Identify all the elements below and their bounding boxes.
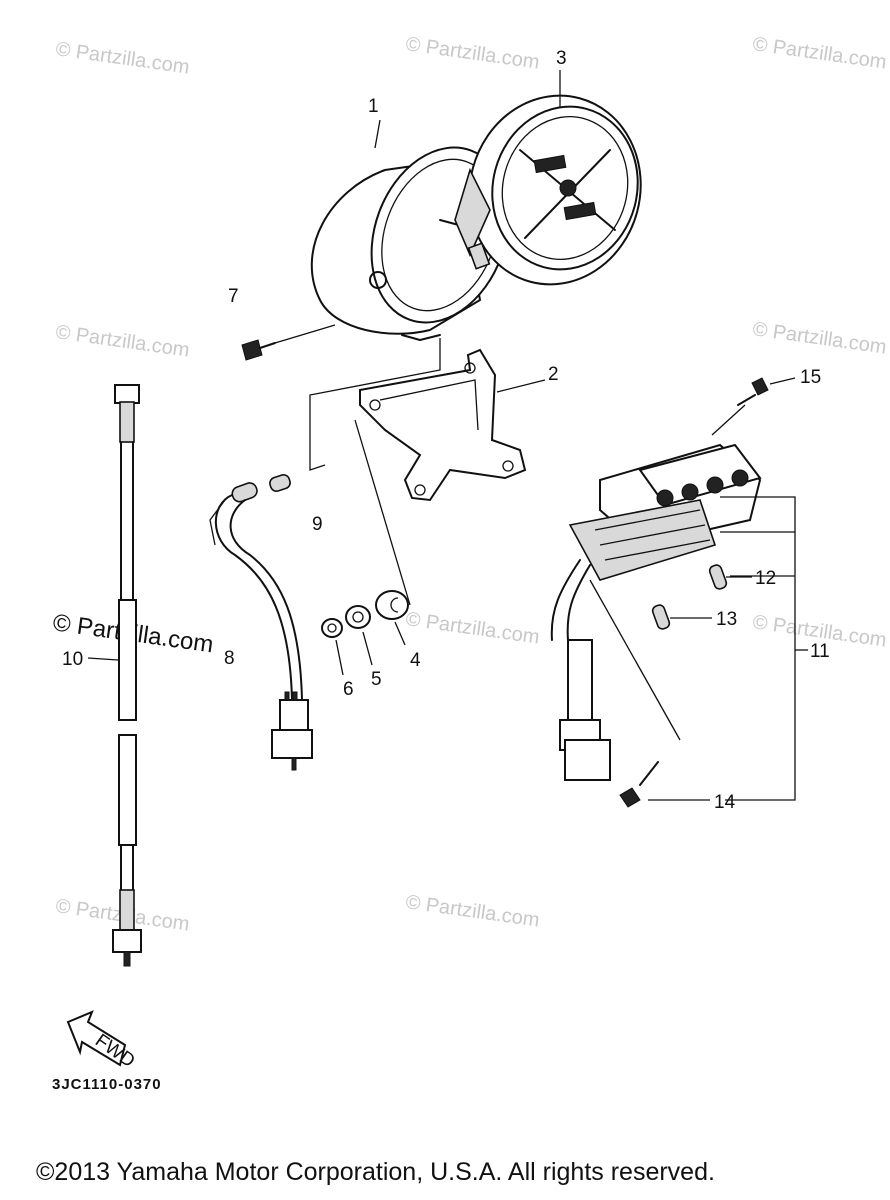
speedometer-cable-part-10 <box>87 384 142 967</box>
label-part-11: 11 <box>810 641 830 662</box>
speedometer <box>454 94 642 286</box>
label-part-13: 13 <box>716 609 737 630</box>
label-part-4: 4 <box>410 650 421 671</box>
label-part-5: 5 <box>371 669 382 690</box>
wire-harness-part-8 <box>209 482 313 771</box>
watermark: © Partzilla.com <box>54 38 191 79</box>
diagram-code: 3JC1110-0370 <box>52 1076 162 1093</box>
label-part-10: 10 <box>62 649 83 670</box>
part-labels: 1 2 3 4 5 6 7 8 9 10 11 12 13 14 15 <box>62 48 830 813</box>
label-part-1: 1 <box>368 96 379 117</box>
copyright-notice: ©2013 Yamaha Motor Corporation, U.S.A. A… <box>36 1158 715 1186</box>
label-part-14: 14 <box>714 792 736 813</box>
label-part-9: 9 <box>312 514 323 535</box>
leader-lines <box>309 70 561 606</box>
watermark: © Partzilla.com <box>404 608 541 649</box>
screw-part-7 <box>241 324 336 361</box>
nut-part-6 <box>321 618 343 638</box>
forward-direction-arrow: FWD <box>66 1010 139 1072</box>
watermark: © Partzilla.com <box>404 33 541 74</box>
leader-lines-4-6 <box>335 621 406 676</box>
bulb-part-13 <box>651 604 712 630</box>
washer-part-5 <box>345 605 371 629</box>
label-part-2: 2 <box>548 364 559 385</box>
bulb-part-12 <box>708 564 752 590</box>
screw-part-14 <box>589 579 710 808</box>
label-part-7: 7 <box>228 286 239 307</box>
grommet-part-4 <box>375 590 409 620</box>
watermark: © Partzilla.com <box>54 321 191 362</box>
label-part-3: 3 <box>556 48 567 69</box>
indicator-assembly-part-11 <box>550 443 808 801</box>
socket-part-9 <box>269 474 291 492</box>
watermark: © Partzilla.com <box>751 33 888 74</box>
screw-part-15 <box>711 377 796 436</box>
watermark: © Partzilla.com <box>404 891 541 932</box>
label-part-15: 15 <box>800 367 821 388</box>
bracket <box>359 348 546 502</box>
label-part-6: 6 <box>343 679 354 700</box>
label-part-8: 8 <box>224 648 235 669</box>
label-part-12: 12 <box>755 568 776 589</box>
watermark: © Partzilla.com <box>751 318 888 359</box>
fwd-label: FWD <box>91 1030 138 1072</box>
